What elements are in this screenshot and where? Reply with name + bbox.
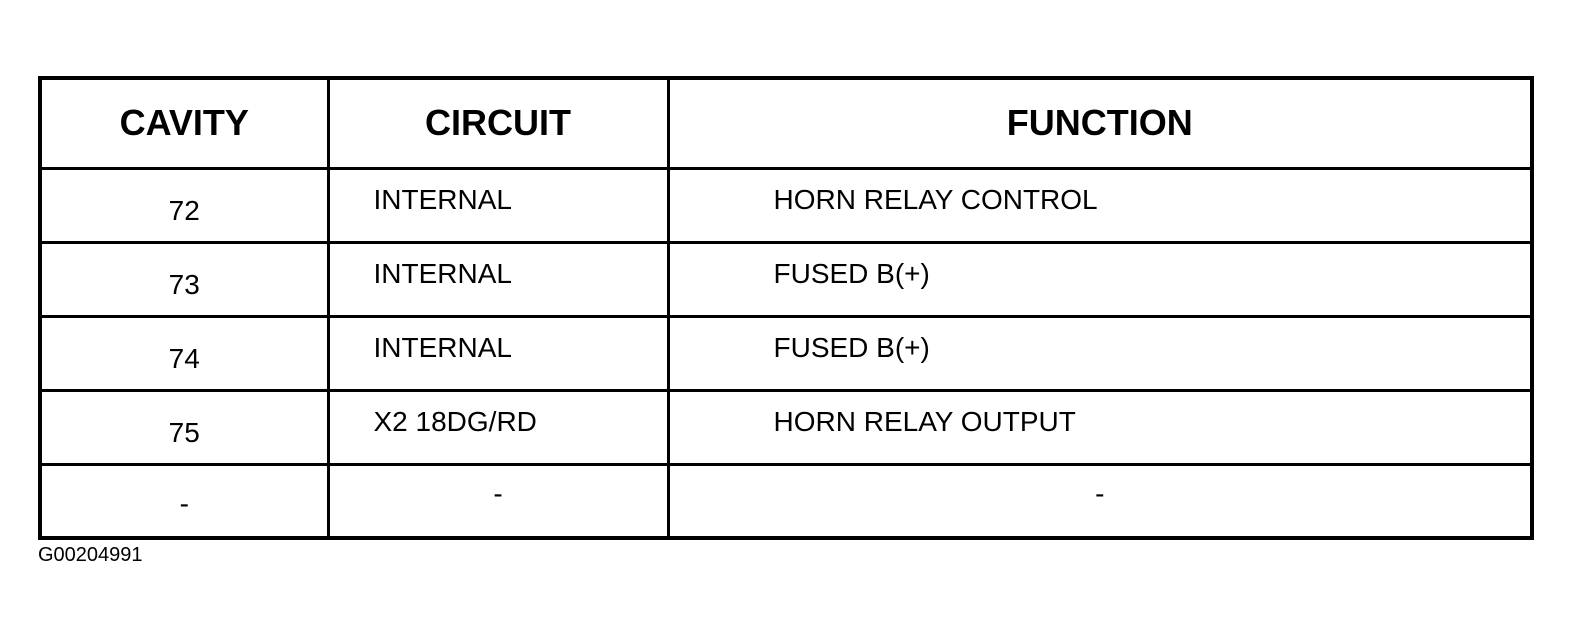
- table-row: 75 X2 18DG/RD HORN RELAY OUTPUT: [38, 388, 1534, 466]
- circuit-cell: INTERNAL: [326, 240, 670, 318]
- header-function: FUNCTION: [666, 76, 1534, 170]
- cavity-cell: 73: [38, 240, 330, 318]
- cavity-cell: 72: [38, 166, 330, 244]
- function-cell: HORN RELAY OUTPUT: [666, 388, 1534, 466]
- circuit-cell: X2 18DG/RD: [326, 388, 670, 466]
- table-row: 73 INTERNAL FUSED B(+): [38, 240, 1534, 318]
- circuit-cell: INTERNAL: [326, 314, 670, 392]
- function-cell: FUSED B(+): [666, 240, 1534, 318]
- table-row: 72 INTERNAL HORN RELAY CONTROL: [38, 166, 1534, 244]
- table-row: - - -: [38, 462, 1534, 540]
- header-cavity: CAVITY: [38, 76, 330, 170]
- table-row: 74 INTERNAL FUSED B(+): [38, 314, 1534, 392]
- function-cell: HORN RELAY CONTROL: [666, 166, 1534, 244]
- function-cell: -: [666, 462, 1534, 540]
- function-cell: FUSED B(+): [666, 314, 1534, 392]
- circuit-cell: -: [326, 462, 670, 540]
- connector-pinout-table: CAVITY CIRCUIT FUNCTION 72 INTERNAL HORN…: [38, 76, 1534, 540]
- circuit-cell: INTERNAL: [326, 166, 670, 244]
- cavity-cell: -: [38, 462, 330, 540]
- header-circuit: CIRCUIT: [326, 76, 670, 170]
- cavity-cell: 74: [38, 314, 330, 392]
- cavity-cell: 75: [38, 388, 330, 466]
- table-header-row: CAVITY CIRCUIT FUNCTION: [38, 76, 1534, 170]
- figure-id-label: G00204991: [38, 544, 143, 566]
- connector-pinout-table-container: CAVITY CIRCUIT FUNCTION 72 INTERNAL HORN…: [38, 76, 1534, 540]
